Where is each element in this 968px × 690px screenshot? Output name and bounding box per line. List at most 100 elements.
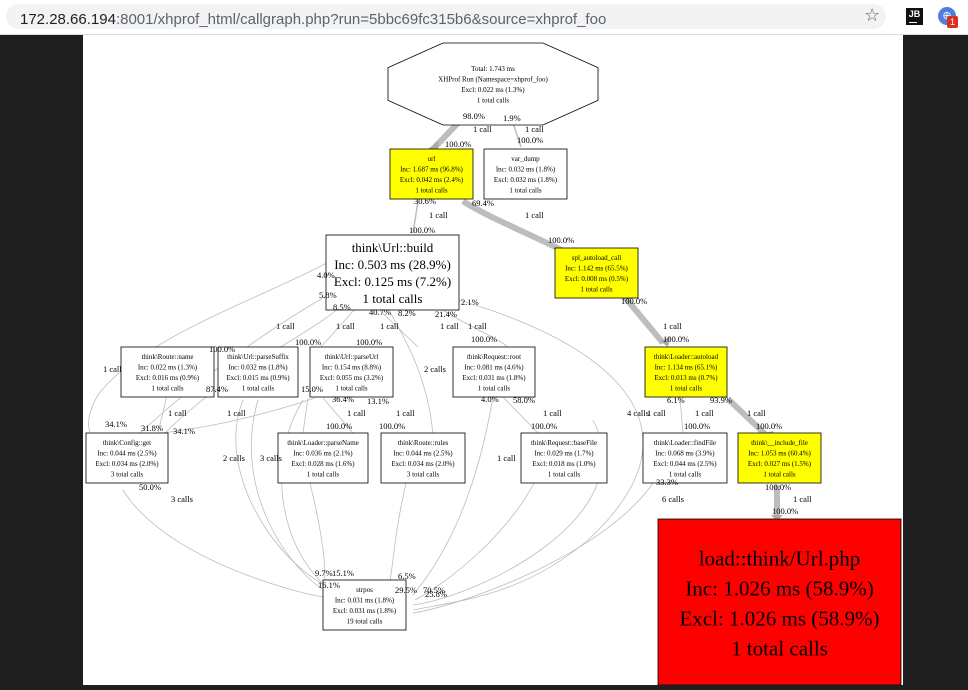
graph-node-text: Inc: 0.022 ms (1.3%) [138, 364, 198, 372]
graph-node-box [277, 432, 369, 484]
edge-label: 1.9% [503, 113, 521, 123]
edge-label: 70.5% [423, 585, 445, 595]
edge-label: 6 calls [662, 494, 684, 504]
graph-node-text: 1 total calls [335, 385, 368, 393]
edge-label: 100.0% [295, 337, 321, 347]
edge-label: 34.1% [173, 426, 195, 436]
edge-label: 98.0% [463, 111, 485, 121]
graph-node-text: Excl: 0.015 ms (0.9%) [226, 374, 290, 382]
edge-label: 1 call [468, 321, 487, 331]
edge-label: 100.0% [531, 421, 557, 431]
edge-label: 4.0% [481, 394, 499, 404]
edge-label: 100.0% [684, 421, 710, 431]
graph-node-text: Excl: 0.031 ms (1.8%) [333, 607, 397, 615]
graph-node-text: think\Config::get [103, 439, 151, 447]
graph-node-box [322, 579, 407, 631]
graph-node-text: 1 total calls [478, 385, 511, 393]
graph-node-text: Excl: 0.034 ms (2.0%) [95, 460, 159, 468]
graph-node-text: Excl: 0.032 ms (1.8%) [494, 176, 558, 184]
edge-label: 1 call [525, 124, 544, 134]
graph-node-box [309, 346, 394, 398]
edge-label: 1 call [473, 124, 492, 134]
edge-label: 8.5% [333, 302, 351, 312]
graph-node-text: Inc: 0.081 ms (4.6%) [464, 364, 524, 372]
graph-node-text: Inc: 0.036 ms (2.1%) [293, 450, 353, 458]
graph-node-text: think\Loader::parseName [287, 439, 359, 447]
edge-label: 100.0% [445, 139, 471, 149]
graph-node-text: think\Loader::findFile [654, 439, 716, 447]
edge-label: 1 call [497, 453, 516, 463]
edge-label: 1 call [396, 408, 415, 418]
graph-node-text: load::think/Url.php [699, 546, 861, 570]
graph-node-text: 1 total calls [307, 471, 340, 479]
graph-node-text: think\Request::baseFile [531, 439, 597, 447]
graph-node-text: Excl: 0.055 ms (3.2%) [320, 374, 384, 382]
star-icon[interactable]: ☆ [864, 5, 881, 26]
graph-node-text: Excl: 0.022 ms (1.3%) [461, 86, 525, 94]
graph-node-text: 3 total calls [407, 471, 440, 479]
edge-label: 1 call [695, 408, 714, 418]
graph-node-text: think\Url::parseUrl [325, 353, 379, 361]
graph-node-box [657, 518, 902, 686]
graph-node-box [642, 432, 728, 484]
graph-node-text: 1 total calls [363, 291, 423, 306]
graph-node-text: Inc: 0.044 ms (2.5%) [393, 450, 453, 458]
edge-label: 34.1% [105, 419, 127, 429]
graph-node-text: 1 total calls [731, 636, 828, 660]
edge-label: 100.0% [772, 506, 798, 516]
graph-node-text: think\__include_file [751, 439, 808, 447]
edge-label: 15.1% [332, 568, 354, 578]
graph-node-text: Excl: 0.031 ms (1.8%) [462, 374, 526, 382]
graph-node-text: 1 total calls [580, 286, 613, 294]
edge-label: 21.4% [435, 309, 457, 319]
graph-node-text: think\Loader::autoload [654, 353, 719, 361]
edge-label: 100.0% [379, 421, 405, 431]
graph-node-text: Excl: 0.013 ms (0.7%) [654, 374, 718, 382]
edge-label: 9.7% [315, 568, 333, 578]
edge-label: 100.0% [756, 421, 782, 431]
edge-label: 100.0% [356, 337, 382, 347]
graph-node-text: 19 total calls [347, 618, 383, 626]
graph-node-text: 1 total calls [669, 471, 702, 479]
jetbrains-extension-icon[interactable]: JB [906, 8, 923, 25]
graph-node-text: Excl: 0.042 ms (2.4%) [400, 176, 464, 184]
graph-node-text: spl_autoload_call [572, 254, 621, 262]
address-bar-url[interactable]: 172.28.66.194:8001/xhprof_html/callgraph… [20, 11, 607, 28]
edge-label: 4 calls [627, 408, 649, 418]
graph-node-text: 1 total calls [763, 471, 796, 479]
graph-node-text: 3 total calls [111, 471, 144, 479]
graph-node-text: url [428, 155, 436, 163]
edge-label: 1 call [168, 408, 187, 418]
graph-node-text: XHProf Run (Namespace=xhprof_foo) [438, 76, 548, 84]
graph-node-text: Excl: 0.034 ms (2.0%) [391, 460, 455, 468]
graph-node-box [380, 432, 466, 484]
graph-node-box [644, 346, 728, 398]
graph-node-text: strpos [356, 586, 373, 594]
edge-label: 40.7% [369, 307, 391, 317]
edge-label: 100.0% [209, 344, 235, 354]
graph-node-text: Inc: 0.503 ms (28.9%) [334, 257, 451, 272]
graph-node-box [325, 234, 460, 311]
graph-node-text: 1 total calls [415, 187, 448, 195]
graph-node-text: Excl: 0.018 ms (1.0%) [532, 460, 596, 468]
edges-medium [412, 122, 522, 234]
graph-node-text: Inc: 0.029 ms (1.7%) [534, 450, 594, 458]
graph-node-text: Inc: 0.044 ms (2.5%) [97, 450, 157, 458]
edge-label: 100.0% [326, 421, 352, 431]
edge-label: 8.2% [398, 308, 416, 318]
edge-label: 3 calls [260, 453, 282, 463]
edge-label: 1 call [276, 321, 295, 331]
graph-node-text: Inc: 1.026 ms (58.9%) [685, 576, 873, 600]
graph-node-text: think\Url::build [352, 240, 434, 255]
address-bar[interactable]: 172.28.66.194:8001/xhprof_html/callgraph… [6, 4, 886, 29]
